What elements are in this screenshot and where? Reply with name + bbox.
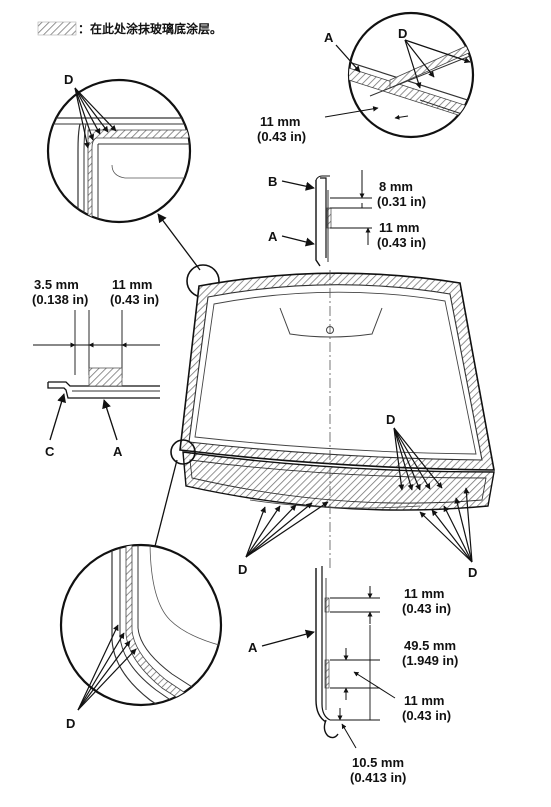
dim-bot-0413in: (0.413 in) xyxy=(350,770,406,785)
windshield xyxy=(179,270,495,570)
detail-top-left xyxy=(46,78,192,224)
d-arrows-bottom-left xyxy=(245,501,329,558)
label-c: C xyxy=(45,444,55,459)
d-arrows-right xyxy=(393,427,473,563)
legend: ：在此处涂抹玻璃底涂层。 xyxy=(37,21,222,36)
dim-top-11mm: 11 mm xyxy=(260,114,300,129)
leader-bottom-left xyxy=(149,459,178,559)
label-d-top-left: D xyxy=(64,72,73,87)
dim-top-043in: (0.43 in) xyxy=(257,129,306,144)
zoom-circle-lower xyxy=(170,439,196,465)
dim-bot-11mm-b: 11 mm xyxy=(404,693,444,708)
dim-b-8mm: 8 mm xyxy=(379,179,413,194)
dim-side-043in: (0.43 in) xyxy=(110,292,159,307)
dim-side-35mm: 3.5 mm xyxy=(34,277,79,292)
dim-side-11mm: 11 mm xyxy=(112,277,152,292)
detail-top-right xyxy=(324,11,475,139)
label-a-top-center: A xyxy=(268,229,278,244)
label-d-top-right: D xyxy=(398,26,407,41)
dim-b-031in: (0.31 in) xyxy=(377,194,426,209)
label-d-right-upper: D xyxy=(386,412,395,427)
label-d-bottom-center: D xyxy=(238,562,247,577)
label-a-left: A xyxy=(113,444,123,459)
dim-bot-105mm: 10.5 mm xyxy=(352,755,404,770)
dim-b-043in: (0.43 in) xyxy=(377,235,426,250)
leader-top-left xyxy=(157,213,201,271)
dim-bot-495mm: 49.5 mm xyxy=(404,638,456,653)
dim-bot-043in-b: (0.43 in) xyxy=(402,708,451,723)
label-b: B xyxy=(268,174,277,189)
legend-swatch xyxy=(37,21,77,36)
label-a-bottom: A xyxy=(248,640,258,655)
label-d-bottom-left: D xyxy=(66,716,75,731)
legend-text: ：在此处涂抹玻璃底涂层。 xyxy=(78,21,222,36)
section-top-center xyxy=(281,170,372,267)
dim-side-0138in: (0.138 in) xyxy=(32,292,88,307)
section-bottom-right xyxy=(261,566,396,749)
dim-bot-11mm-a: 11 mm xyxy=(404,586,444,601)
section-left xyxy=(33,310,160,441)
label-d-right-lower: D xyxy=(468,565,477,580)
detail-bottom-left xyxy=(59,543,223,711)
dim-bot-043in-a: (0.43 in) xyxy=(402,601,451,616)
dim-b-11mm: 11 mm xyxy=(379,220,419,235)
dim-bot-1949in: (1.949 in) xyxy=(402,653,458,668)
label-a-top-right: A xyxy=(324,30,334,45)
